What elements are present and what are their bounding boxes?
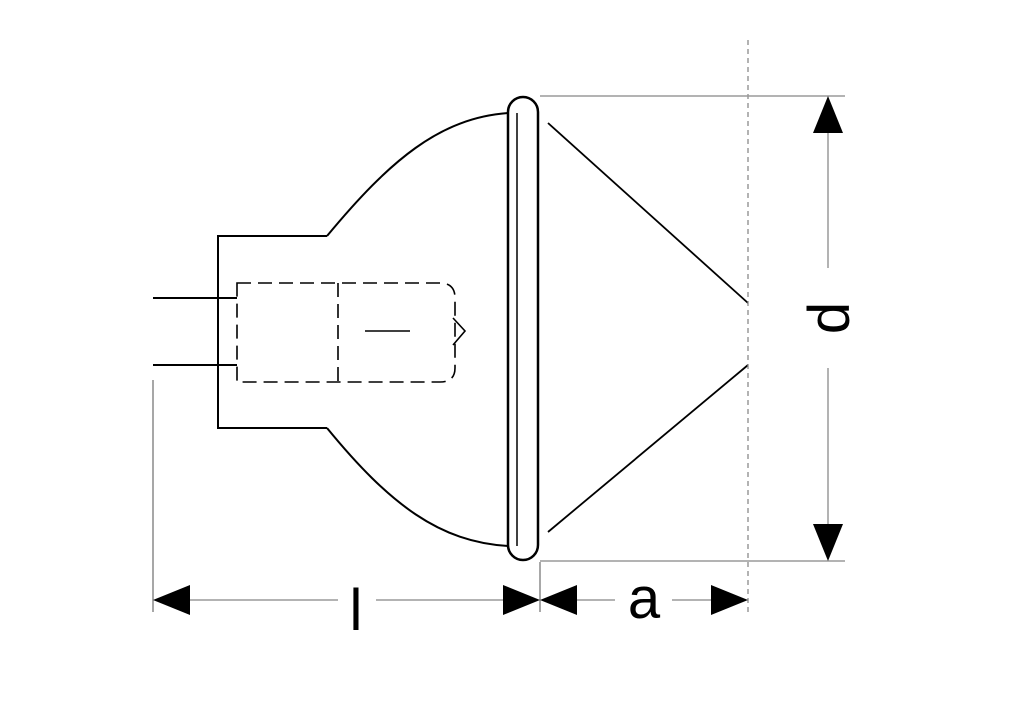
label-l: l (350, 578, 363, 643)
light-beam-upper (547, 122, 749, 304)
arrowhead-d-top (813, 96, 843, 133)
dimension-l: l (153, 578, 540, 643)
lamp-base-outline (217, 235, 327, 429)
label-a: a (628, 566, 661, 631)
dimension-d: d (797, 96, 862, 561)
dimension-a: a (540, 566, 748, 631)
front-glass-rim (506, 95, 540, 562)
reflector-upper-curve (326, 112, 509, 237)
light-beam-lower (547, 364, 749, 533)
arrowhead-a-right (711, 585, 748, 615)
arrowhead-l-left (153, 585, 190, 615)
label-d: d (797, 302, 862, 334)
arrowhead-a-left (540, 585, 577, 615)
reflector-lower-curve (326, 427, 509, 547)
arrowhead-l-right (503, 585, 540, 615)
halogen-capsule-dashed (236, 282, 456, 383)
arrowhead-d-bottom (813, 524, 843, 561)
capsule-tip (452, 317, 467, 346)
